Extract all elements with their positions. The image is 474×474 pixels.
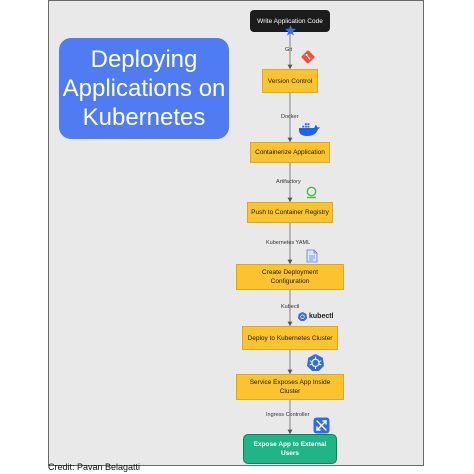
step-label: Deploy to Kubernetes Cluster [247, 334, 333, 342]
step-label-line: Service Exposes App Inside [249, 379, 331, 386]
step-service-exposes-app: Service Exposes App Inside Cluster [236, 374, 344, 400]
step-label: Version Control [267, 77, 313, 85]
connector-label-ingress-controller: Ingress Controller [266, 412, 310, 418]
step-label: Push to Container Registry [251, 209, 329, 216]
start-node: Write Application Code [250, 10, 330, 32]
step-label: Containerize Application [255, 149, 325, 156]
step-push-to-container-registry: Push to Container Registry [247, 202, 333, 223]
title-line: Deploying [90, 46, 198, 73]
connector-label-kubernetes-yaml: Kubernetes YAML [266, 240, 311, 246]
docker-icon [299, 122, 320, 136]
ingress-icon [313, 417, 330, 434]
yaml-file-icon [306, 249, 318, 263]
final-step-expose-app: Expose App to External Users [243, 434, 337, 464]
kubectl-icon [298, 312, 307, 321]
title-line: Applications on [62, 75, 226, 102]
star-badge-icon [285, 25, 296, 36]
connector-label-artifactory: Artifactory [276, 179, 301, 185]
artifactory-icon [306, 186, 317, 199]
kubectl-logo-text: kubectl [309, 313, 334, 320]
title-line: Kubernetes [82, 104, 206, 131]
credit-text: Credit: Pavan Belagatti [48, 462, 141, 472]
step-label-line: Configuration [270, 278, 310, 285]
step-label-line: Cluster [279, 388, 301, 395]
step-containerize-application: Containerize Application [250, 142, 330, 163]
kubernetes-icon [307, 354, 324, 371]
step-label-line: Create Deployment [262, 269, 318, 276]
final-label-line: Expose App to External [253, 441, 327, 448]
step-version-control: Version Control [262, 69, 318, 93]
title-banner: Deploying Applications on Kubernetes [59, 38, 229, 139]
connector-label-docker: Docker [281, 114, 299, 120]
connector-label-kubectl: Kubectl [281, 304, 300, 310]
step-create-deployment-configuration: Create Deployment Configuration [236, 264, 344, 290]
step-deploy-to-kubernetes-cluster: Deploy to Kubernetes Cluster [242, 326, 338, 350]
connector-label-git: Git [285, 47, 293, 53]
git-icon [301, 50, 315, 64]
kubectl-logo: kubectl [298, 312, 334, 321]
final-label-line: Users [280, 450, 300, 457]
